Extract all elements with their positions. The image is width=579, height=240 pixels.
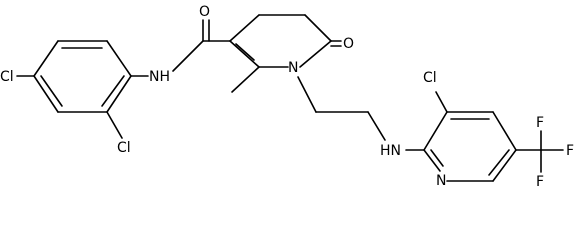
pyridinone-ring <box>229 14 332 68</box>
atom-amide-o: O <box>199 4 210 20</box>
chemical-structure-canvas: Cl Cl NH O N O HN N C <box>0 4 574 190</box>
bond <box>229 14 260 42</box>
bond <box>423 149 441 172</box>
bond <box>229 40 260 68</box>
atom-cl-pyridine: Cl <box>423 70 437 86</box>
atom-f-right: F <box>566 143 574 159</box>
pyridine-ring <box>423 111 517 182</box>
double-bond-inner <box>40 75 63 107</box>
bond-n-ch2 <box>297 76 317 113</box>
molecule-diagram: Cl Cl NH O N O HN N C <box>0 4 574 190</box>
double-bond-inner <box>430 149 444 167</box>
atom-pyridine-n: N <box>436 173 446 189</box>
bond <box>299 40 332 68</box>
bond <box>33 75 59 113</box>
dichlorophenyl-ring <box>33 40 132 113</box>
bond <box>106 75 132 113</box>
double-bond-inner <box>488 149 510 176</box>
bond <box>492 111 517 151</box>
bond-ch2-nh <box>367 111 386 141</box>
double-bond-inner <box>101 75 125 107</box>
atom-cl-ortho: Cl <box>117 140 131 156</box>
bond-cl-pyridine <box>435 91 448 113</box>
atom-amine-nh: HN <box>380 143 401 159</box>
bond-methyl <box>231 66 260 93</box>
atom-amide-nh: NH <box>149 69 170 85</box>
double-bond-inner <box>235 43 255 61</box>
atom-f-bottom: F <box>536 174 544 190</box>
atom-cl-para: Cl <box>0 69 14 85</box>
atom-ring-n: N <box>288 60 298 76</box>
bond <box>423 111 448 151</box>
atom-f-top: F <box>536 115 544 131</box>
bond <box>106 40 132 77</box>
bond-cl-ortho <box>106 111 123 139</box>
bond <box>33 40 59 77</box>
bond <box>304 14 332 42</box>
bond-nh-carbonyl <box>172 40 204 72</box>
bond <box>492 149 517 182</box>
atom-ring-o: O <box>343 36 354 52</box>
